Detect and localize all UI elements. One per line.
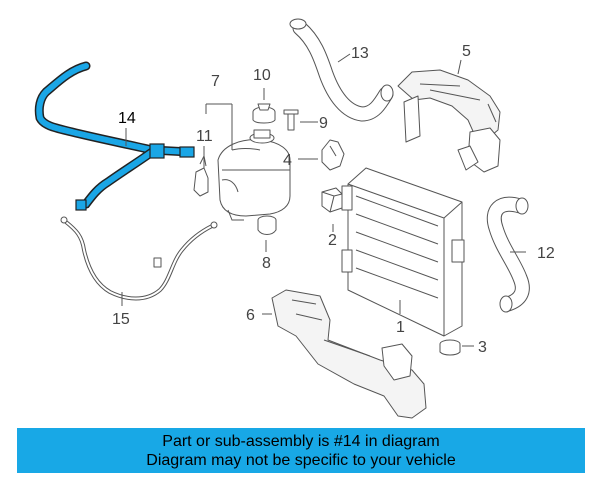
callout-10: 10 [253,67,271,84]
part-7-expansion-tank[interactable] [217,129,291,221]
callout-14: 14 [118,110,136,127]
part-14-hose[interactable] [34,61,195,211]
callout-11: 11 [196,128,213,145]
part-2-mount[interactable] [321,187,343,213]
callout-13: 13 [351,45,369,62]
banner-line-1: Part or sub-assembly is #14 in diagram [162,432,440,450]
part-15-vent-hose[interactable] [60,216,218,301]
callout-12: 12 [537,245,555,262]
part-8-mount[interactable] [257,215,277,235]
callout-5: 5 [462,43,471,60]
part-3-cap[interactable] [439,339,461,356]
banner-line-2: Diagram may not be specific to your vehi… [146,451,456,469]
part-5-support[interactable] [397,69,501,173]
callout-2: 2 [328,232,337,249]
callout-7: 7 [211,73,220,90]
callout-3: 3 [478,339,487,356]
part-6-air-guide[interactable] [271,289,427,419]
info-banner: Part or sub-assembly is #14 in diagram D… [17,428,585,473]
part-10-cap[interactable] [252,103,276,124]
part-12-hose[interactable] [486,196,530,313]
callout-9: 9 [319,115,328,132]
part-4-bracket[interactable] [321,139,345,171]
callout-8: 8 [262,255,271,272]
callout-4: 4 [283,152,292,169]
callout-1: 1 [396,319,405,336]
callout-6: 6 [246,307,255,324]
part-1-radiator[interactable] [341,167,465,337]
part-11-sensor[interactable] [193,154,209,197]
leader-lines [121,53,526,347]
part-9-bolt[interactable] [283,109,299,131]
callout-15: 15 [112,311,130,328]
part-13-hose[interactable] [289,18,394,122]
